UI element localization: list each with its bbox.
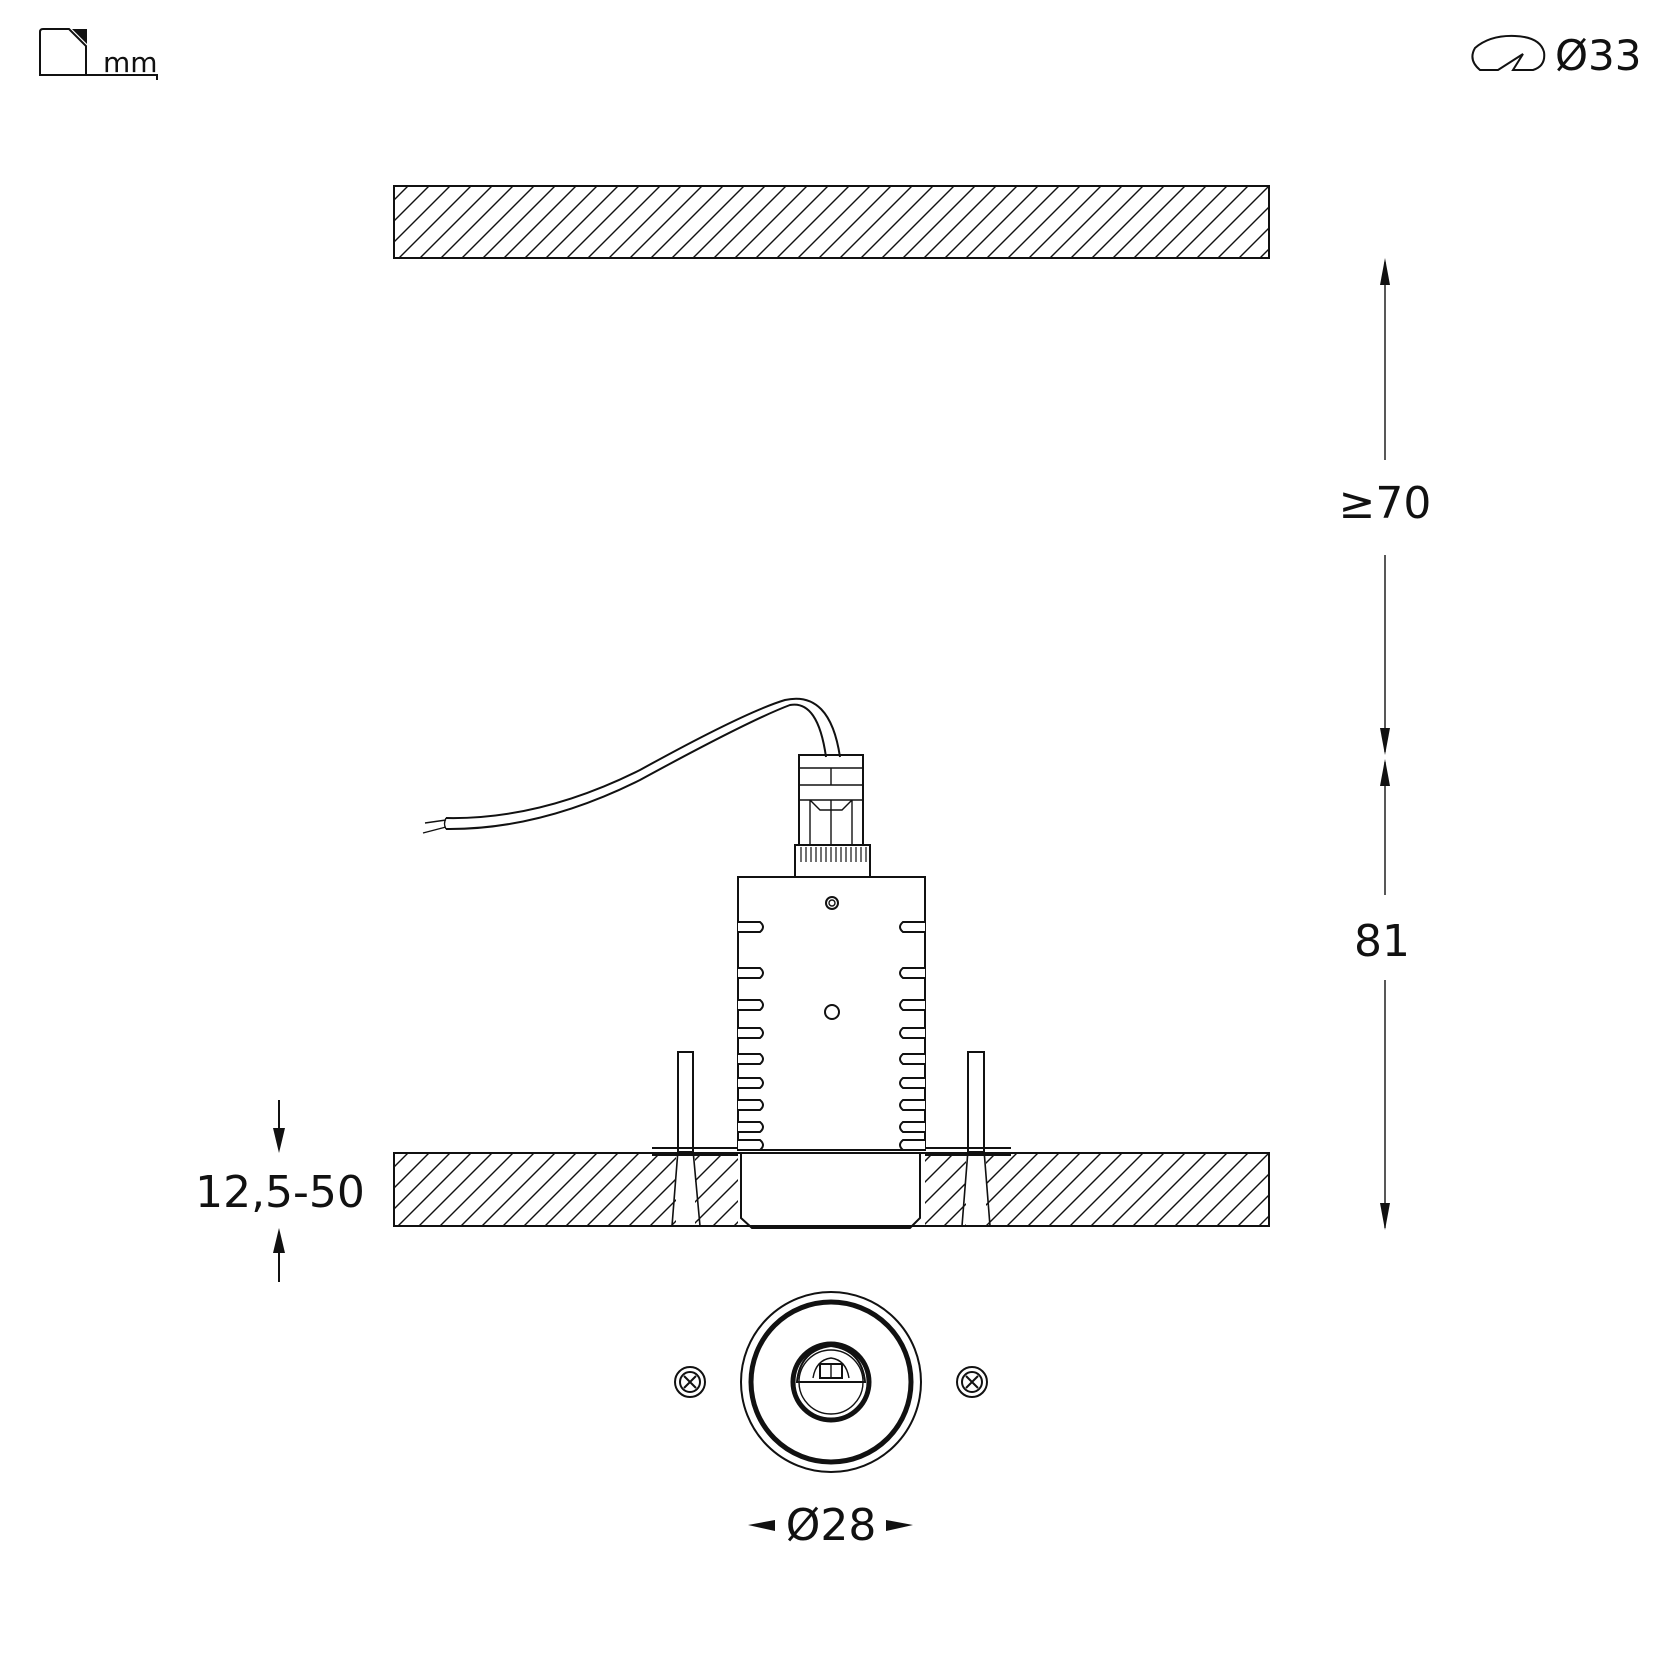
hatch-line	[608, 185, 682, 259]
ceiling-slab-top	[393, 185, 1270, 259]
hatch-line	[776, 185, 850, 259]
height-dimension: 81	[1354, 916, 1410, 967]
hatch-line	[986, 185, 1060, 259]
hatch-line	[1238, 227, 1270, 259]
hatch-line	[524, 185, 598, 259]
hatch-line	[1133, 185, 1207, 259]
clearance-dimension: ≥70	[1339, 478, 1432, 529]
hatch-line	[902, 185, 976, 259]
hatch-line	[1153, 1152, 1228, 1227]
hatch-line	[1027, 1152, 1102, 1227]
hatch-line	[944, 185, 1018, 259]
hatch-line	[1175, 185, 1249, 259]
hatch-line	[1237, 1194, 1270, 1227]
hatch-line	[439, 1152, 514, 1227]
hatch-line	[881, 185, 955, 259]
hatch-line	[965, 185, 1039, 259]
screw-icon	[956, 1366, 988, 1398]
arrow-down-icon	[1380, 728, 1390, 755]
hatch-line	[418, 1152, 493, 1227]
hatch-line	[1049, 185, 1123, 259]
cutout-diameter: Ø33	[1555, 31, 1642, 80]
hatch-line	[460, 1152, 535, 1227]
hatch-line	[629, 185, 703, 259]
hatch-line	[503, 185, 577, 259]
hatch-line	[607, 1152, 682, 1227]
arrow-down-icon	[273, 1128, 285, 1153]
right-dimension-lines	[1380, 258, 1390, 1230]
hatch-line	[1195, 1152, 1270, 1227]
hatch-line	[481, 1152, 556, 1227]
hatch-line	[1069, 1152, 1144, 1227]
hatch-line	[419, 185, 493, 259]
hatch-line	[398, 185, 472, 259]
arrow-up-icon	[1380, 759, 1390, 786]
hatch-line	[1112, 185, 1186, 259]
hatch-line	[1132, 1152, 1207, 1227]
hatch-line	[545, 185, 619, 259]
hatch-line	[1070, 185, 1144, 259]
hatch-line	[923, 185, 997, 259]
hatch-line	[544, 1152, 619, 1227]
hatch-line	[797, 185, 871, 259]
hatch-line	[502, 1152, 577, 1227]
hatch-line	[1111, 1152, 1186, 1227]
hatch-line	[461, 185, 535, 259]
hatch-line	[985, 1152, 1060, 1227]
hatch-line	[1154, 185, 1228, 259]
hatch-line	[713, 185, 787, 259]
arrow-down-icon	[1380, 1203, 1390, 1230]
hatch-line	[523, 1152, 598, 1227]
hatch-line	[565, 1152, 640, 1227]
arrow-right-icon	[886, 1520, 913, 1531]
hatch-line	[393, 185, 451, 243]
spotlight-side-view	[422, 697, 1011, 1156]
cutout-icon	[1471, 34, 1546, 71]
hatch-line	[818, 185, 892, 259]
arrow-left-icon	[748, 1520, 775, 1531]
hatch-line	[566, 185, 640, 259]
hatch-line	[1217, 206, 1270, 259]
hatch-line	[1007, 185, 1081, 259]
spotlight-bottom-view	[674, 1291, 988, 1531]
hatch-line	[393, 1152, 430, 1189]
hatch-line	[440, 185, 514, 259]
unit-label: mm	[103, 46, 158, 79]
hatch-line	[1048, 1152, 1123, 1227]
hatch-line	[397, 1152, 472, 1227]
hatch-line	[734, 185, 808, 259]
ceiling-slab-bottom	[393, 1149, 1270, 1229]
hatch-line	[1259, 248, 1270, 259]
hatch-line	[1028, 185, 1102, 259]
arrow-up-icon	[273, 1228, 285, 1253]
hatch-line	[393, 1152, 451, 1210]
hatch-line	[393, 185, 409, 201]
screw-icon	[674, 1366, 706, 1398]
hatch-line	[860, 185, 934, 259]
hatch-line	[1196, 185, 1270, 259]
hatch-line	[586, 1152, 661, 1227]
hatch-line	[755, 185, 829, 259]
ceiling-thickness-dimension: 12,5-50	[195, 1167, 365, 1218]
hatch-line	[587, 185, 661, 259]
hatch-line	[482, 185, 556, 259]
arrow-up-icon	[1380, 258, 1390, 285]
hatch-line	[839, 185, 913, 259]
hatch-line	[393, 1152, 409, 1168]
unit-mm-icon	[39, 28, 158, 80]
hatch-line	[1091, 185, 1165, 259]
hatch-line	[1174, 1152, 1249, 1227]
hatch-line	[393, 185, 430, 222]
hatch-line	[671, 185, 745, 259]
hatch-line	[692, 185, 766, 259]
hatch-line	[1216, 1173, 1270, 1227]
left-dimension-arrows	[273, 1100, 285, 1282]
diameter-dimension: Ø28	[786, 1500, 877, 1551]
hatch-line	[1090, 1152, 1165, 1227]
hatch-line	[650, 185, 724, 259]
hatch-line	[1006, 1152, 1081, 1227]
hatch-line	[1258, 1215, 1270, 1227]
